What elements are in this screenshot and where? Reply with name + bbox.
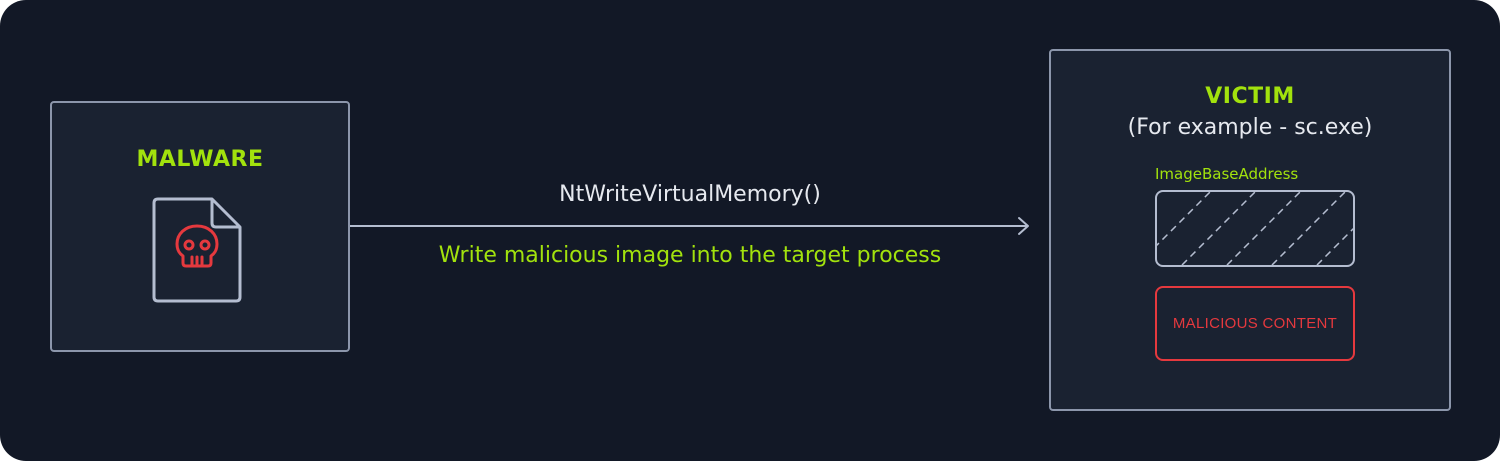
malware-title: MALWARE: [136, 147, 264, 172]
arrow-right-icon: [350, 217, 1029, 235]
victim-panel: VICTIM (For example - sc.exe) ImageBaseA…: [1049, 49, 1451, 411]
malicious-content-block: MALICIOUS CONTENT: [1155, 286, 1355, 361]
victim-subtitle: (For example - sc.exe): [1127, 115, 1373, 140]
action-description: Write malicious image into the target pr…: [438, 243, 942, 268]
api-call-label: NtWriteVirtualMemory(): [559, 182, 821, 207]
malware-panel: MALWARE: [50, 101, 350, 352]
malicious-content-label: MALICIOUS CONTENT: [1172, 315, 1338, 332]
image-base-address-block: [1155, 190, 1355, 267]
image-base-address-label: ImageBaseAddress: [1155, 165, 1299, 183]
malicious-file-skull-icon: [152, 197, 244, 305]
victim-title: VICTIM: [1205, 84, 1295, 109]
